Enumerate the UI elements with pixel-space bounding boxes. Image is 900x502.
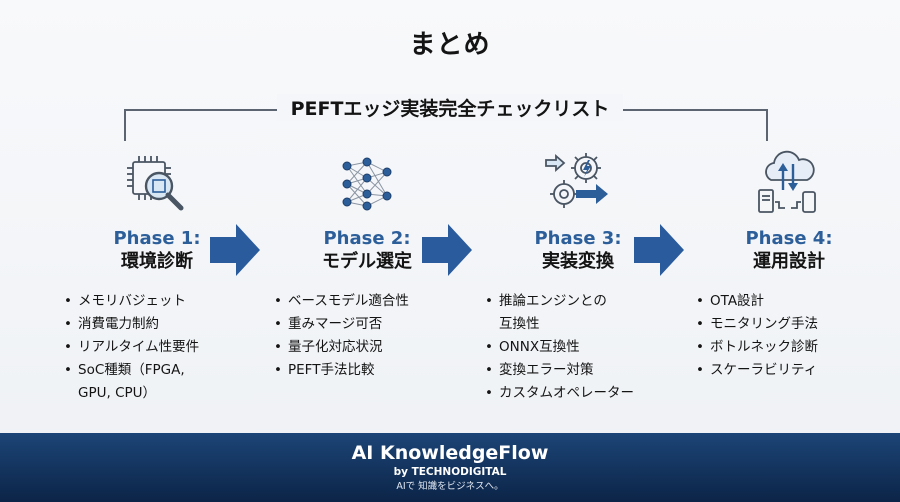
checklist-item: メモリバジェット	[62, 290, 252, 313]
phase-3: Phase 3: 実装変換 推論エンジンとの 互換性 ONNX互換性 変換エラー…	[483, 150, 673, 405]
gear-conversion-icon	[545, 153, 608, 208]
phase-name: 運用設計	[753, 251, 825, 272]
checklist: メモリバジェット 消費電力制約 リアルタイム性要件 SoC種類（FPGA, GP…	[62, 290, 252, 405]
brand-name: AI KnowledgeFlow	[351, 442, 549, 464]
subtitle-wrap: PEFTエッジ実装完全チェックリスト	[0, 94, 900, 121]
checklist-item: モニタリング手法	[694, 313, 884, 336]
phase-name: モデル選定	[322, 251, 412, 272]
checklist-title: PEFTエッジ実装完全チェックリスト	[276, 94, 624, 121]
checklist-item: PEFT手法比較	[272, 359, 462, 382]
phase-4: Phase 4: 運用設計 OTA設計 モニタリング手法 ボトルネック診断 スケ…	[694, 150, 884, 382]
checklist-item: スケーラビリティ	[694, 359, 884, 382]
checklist-item: 変換エラー対策	[483, 359, 673, 382]
phase-name: 環境診断	[121, 251, 193, 272]
checklist-item: ベースモデル適合性	[272, 290, 462, 313]
phase-label: Phase 1:	[113, 228, 201, 249]
checklist-item: 量子化対応状況	[272, 336, 462, 359]
checklist-item: リアルタイム性要件	[62, 336, 252, 359]
checklist-item: 重みマージ可否	[272, 313, 462, 336]
checklist-item: SoC種類（FPGA, GPU, CPU）	[62, 359, 252, 405]
checklist-item: カスタムオペレーター	[483, 382, 673, 405]
cloud-devices-icon	[758, 150, 816, 213]
page-title: まとめ	[409, 30, 491, 60]
brand-byline: by TECHNODIGITAL	[393, 466, 507, 478]
checklist-item: ボトルネック診断	[694, 336, 884, 359]
arrow-right-icon	[634, 224, 684, 276]
checklist-item: OTA設計	[694, 290, 884, 313]
phase-label: Phase 3:	[534, 228, 622, 249]
phase-label: Phase 2:	[323, 228, 411, 249]
arrow-right-icon	[422, 224, 472, 276]
checklist-item: 消費電力制約	[62, 313, 252, 336]
phase-2: Phase 2: モデル選定 ベースモデル適合性 重みマージ可否 量子化対応状況…	[272, 150, 462, 382]
phase-label: Phase 4:	[745, 228, 833, 249]
checklist: ベースモデル適合性 重みマージ可否 量子化対応状況 PEFT手法比較	[272, 290, 462, 382]
neural-network-icon	[342, 157, 392, 211]
footer-banner: AI KnowledgeFlow by TECHNODIGITAL AIで 知識…	[0, 433, 900, 502]
checklist: 推論エンジンとの 互換性 ONNX互換性 変換エラー対策 カスタムオペレーター	[483, 290, 673, 405]
brand-tagline: AIで 知識をビジネスへ。	[396, 481, 504, 492]
phase-1: Phase 1: 環境診断 メモリバジェット 消費電力制約 リアルタイム性要件 …	[62, 150, 252, 405]
checklist-item: ONNX互換性	[483, 336, 673, 359]
phase-name: 実装変換	[542, 251, 614, 272]
arrow-right-icon	[210, 224, 260, 276]
chip-magnifier-icon	[127, 156, 184, 211]
checklist: OTA設計 モニタリング手法 ボトルネック診断 スケーラビリティ	[694, 290, 884, 382]
checklist-item: 推論エンジンとの 互換性	[483, 290, 673, 336]
